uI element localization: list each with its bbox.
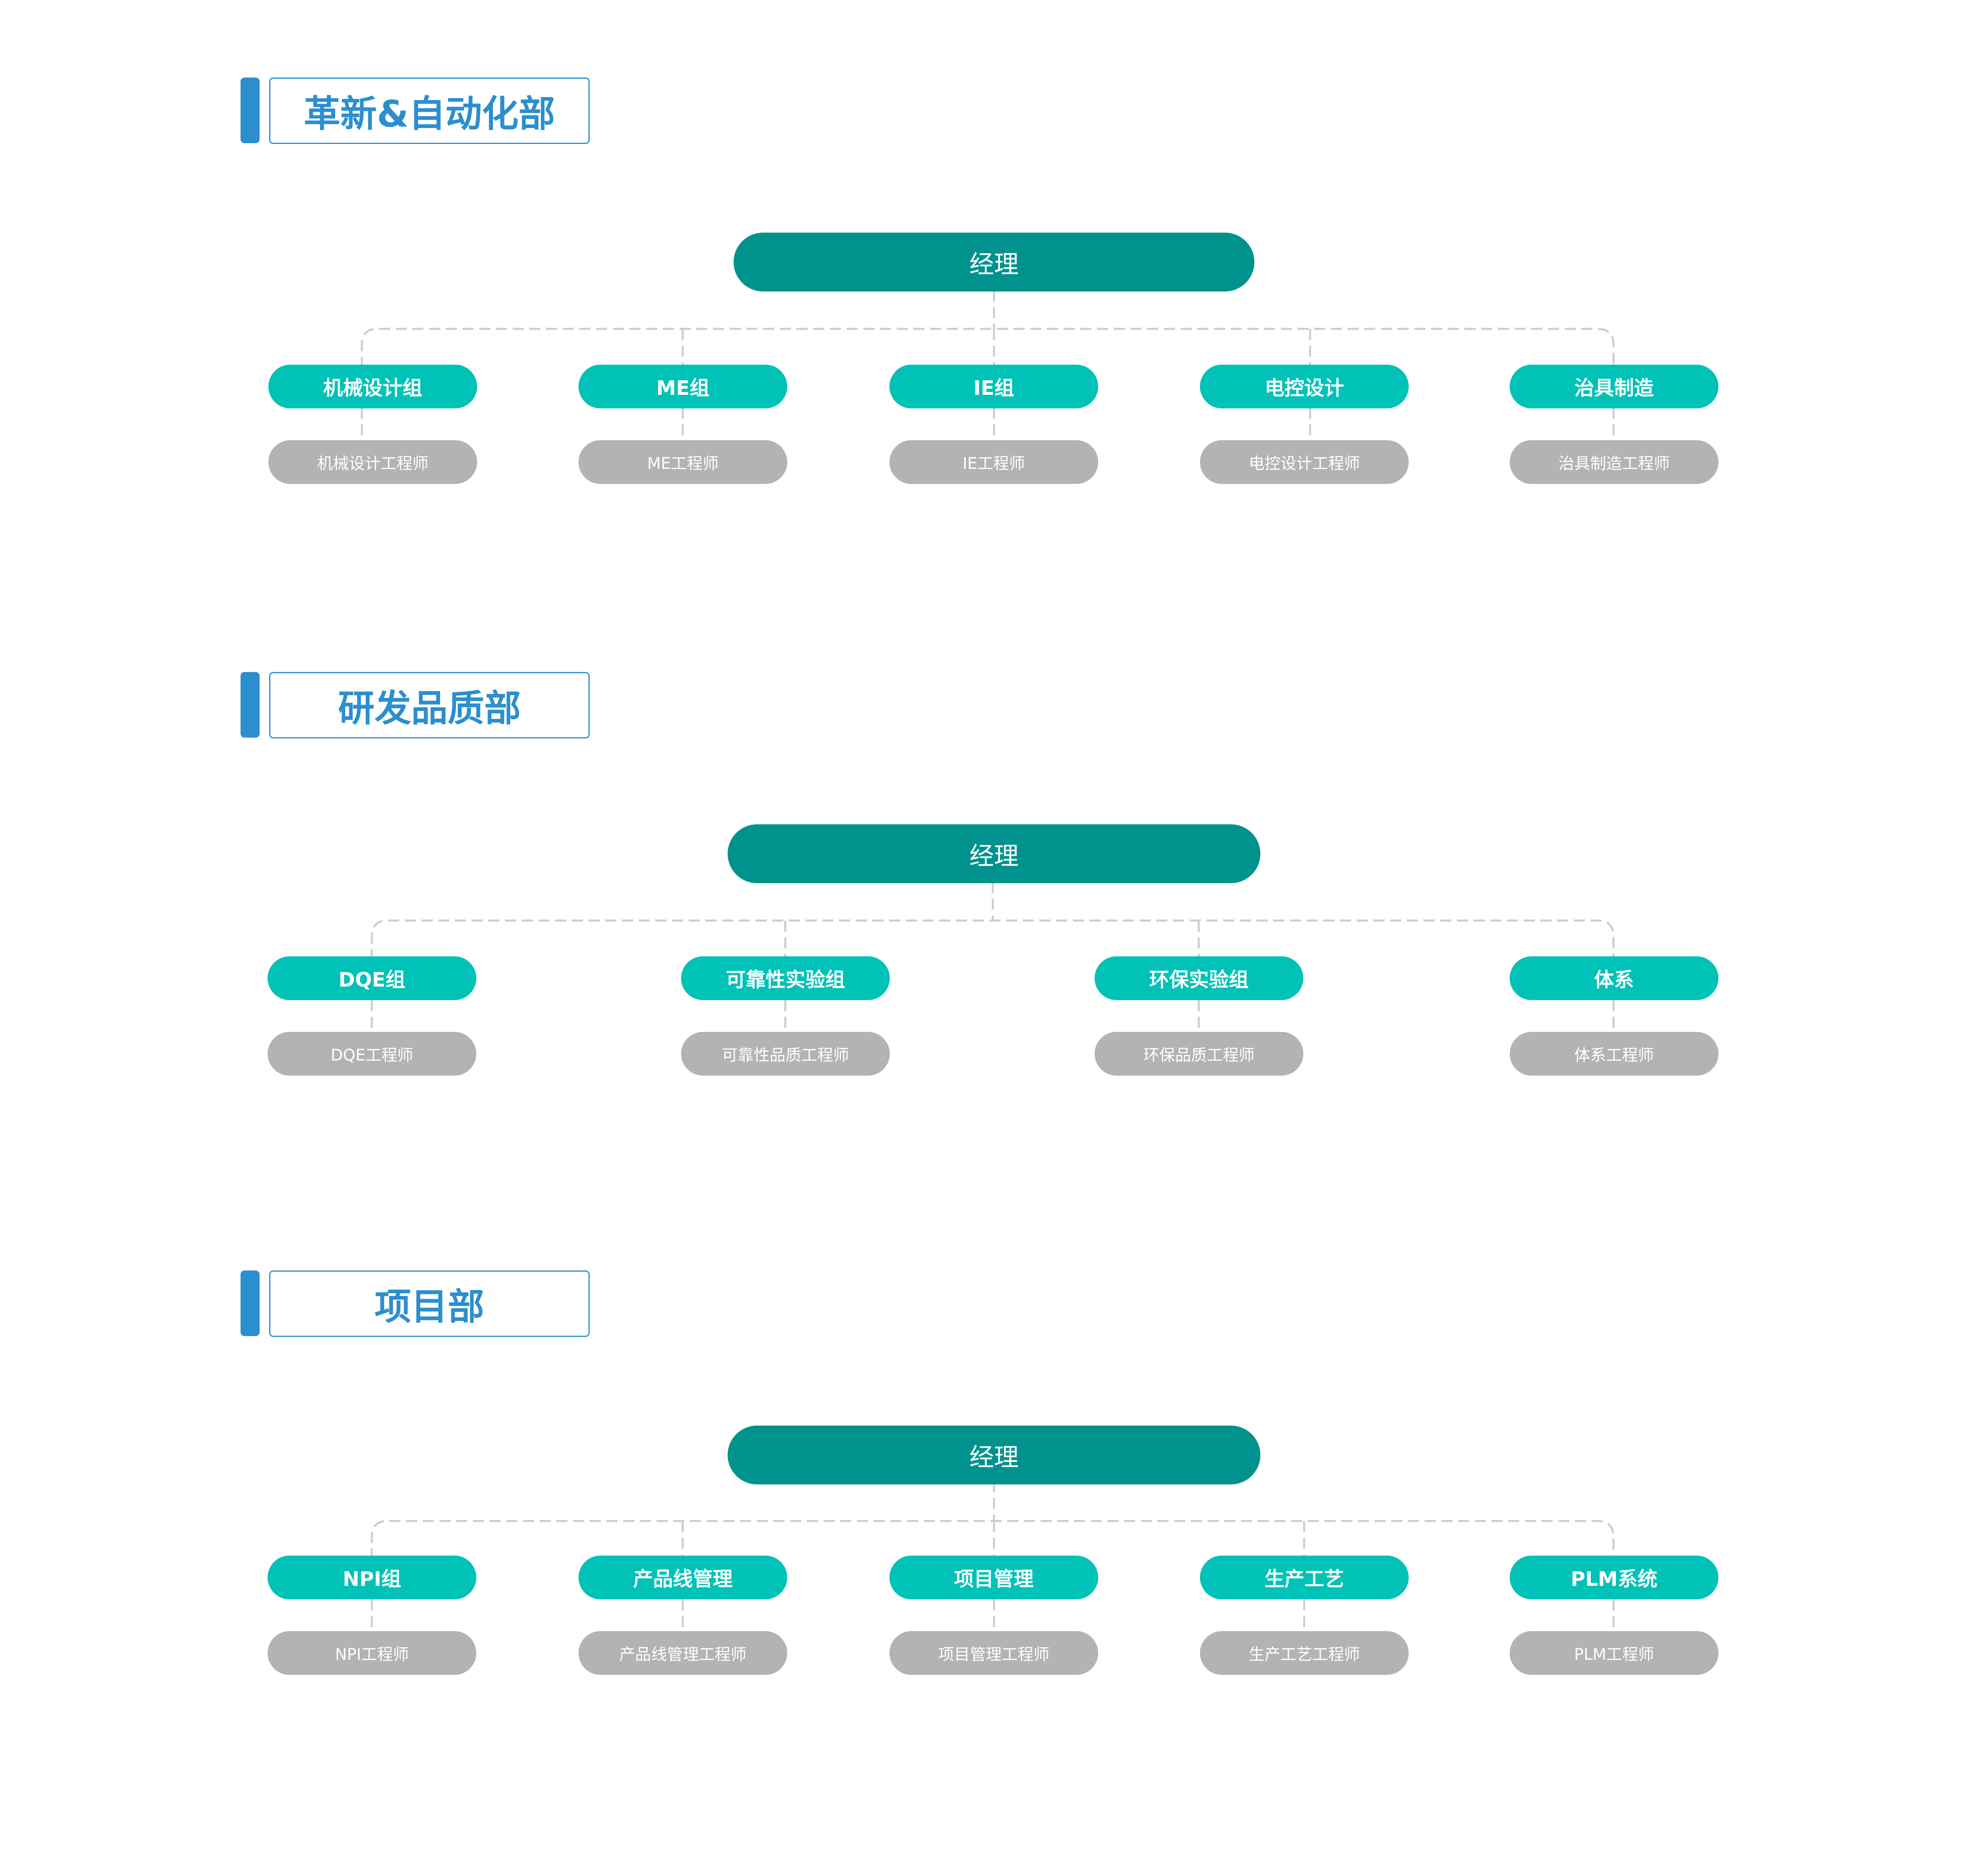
group-node: NPI组 [268,1556,476,1599]
connector-lines [361,290,1615,443]
manager-node: 经理 [734,233,1254,291]
role-node: DQE工程师 [268,1032,476,1076]
group-node: 体系 [1510,956,1718,1000]
group-node: 产品线管理 [579,1556,787,1599]
role-node: 环保品质工程师 [1095,1032,1303,1076]
group-node: 机械设计组 [268,365,477,408]
manager-node: 经理 [728,824,1260,883]
group-node: IE组 [889,365,1098,408]
role-node: PLM工程师 [1510,1631,1718,1675]
department-accent-bar [241,672,260,738]
role-node: NPI工程师 [268,1631,476,1675]
role-node: 电控设计工程师 [1200,440,1409,484]
role-node: 项目管理工程师 [889,1631,1098,1675]
connector-lines [371,1481,1615,1635]
group-node: 项目管理 [889,1556,1098,1599]
role-node: ME工程师 [579,440,787,484]
role-node: 机械设计工程师 [268,440,477,484]
department-title: 革新&自动化部 [269,78,590,144]
role-node: 产品线管理工程师 [579,1631,787,1675]
group-node: ME组 [579,365,787,408]
role-node: 治具制造工程师 [1510,440,1718,484]
role-node: 体系工程师 [1510,1032,1718,1076]
group-node: DQE组 [268,956,476,1000]
manager-node: 经理 [728,1426,1260,1484]
role-node: IE工程师 [889,440,1098,484]
connector-lines [371,882,1615,1035]
department-accent-bar [241,1270,260,1336]
group-node: 电控设计 [1200,365,1409,408]
department-section-2: 研发品质部 经理 DQE组 可靠性实验组 环保实验组 体系 DQE工程师 可靠性… [0,672,1988,1109]
role-node: 可靠性品质工程师 [681,1032,890,1076]
group-node: 治具制造 [1510,365,1718,408]
department-title: 研发品质部 [269,672,590,738]
department-accent-bar [241,78,260,143]
group-node: PLM系统 [1510,1556,1718,1599]
department-section-3: 项目部 经理 NPI组 产品线管理 项目管理 生产工艺 PLM系统 NPI工程师… [0,1270,1988,1708]
group-node: 可靠性实验组 [681,956,890,1000]
group-node: 环保实验组 [1095,956,1303,1000]
department-title: 项目部 [269,1270,590,1337]
role-node: 生产工艺工程师 [1200,1631,1409,1675]
group-node: 生产工艺 [1200,1556,1409,1599]
department-section-1: 革新&自动化部 经理 机械设计组 ME组 IE组 电控设计 治具制造 机械设计工… [0,78,1988,515]
